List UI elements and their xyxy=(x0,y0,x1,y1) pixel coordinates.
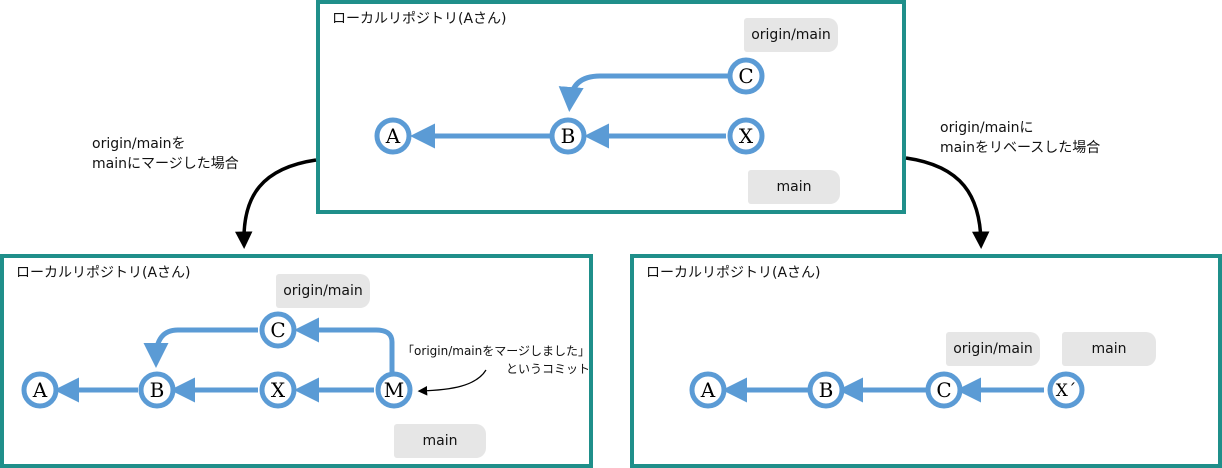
commit-label: B xyxy=(561,124,576,148)
merge-panel-title: ローカルリポジトリ(Aさん) xyxy=(16,265,191,281)
top-commit-c: C xyxy=(727,57,765,95)
top-edge-c-b xyxy=(558,73,728,112)
merge-edge-m-c xyxy=(294,317,395,372)
top-main-label: main xyxy=(748,170,840,204)
merge-commit-m: M xyxy=(375,371,413,409)
rebase-main-label: main xyxy=(1062,332,1156,366)
merge-main-label: main xyxy=(394,424,486,458)
top-panel-title: ローカルリポジトリ(Aさん) xyxy=(332,11,507,27)
rebase-caption-line1: origin/mainに xyxy=(940,120,1034,136)
top-commit-a: A xyxy=(374,117,412,155)
commit-label: X xyxy=(271,378,286,402)
merge-note-pointer xyxy=(417,369,487,396)
commit-label: C xyxy=(738,64,753,88)
rebase-commit-b: B xyxy=(807,371,845,409)
commit-label: X xyxy=(739,124,754,148)
rebase-commit-x-prime: X´ xyxy=(1047,371,1085,409)
commit-label: C xyxy=(936,378,951,402)
merge-caption-line2: mainにマージした場合 xyxy=(92,156,239,172)
merge-origin-main-label: origin/main xyxy=(276,274,370,308)
merge-commit-x: X xyxy=(259,371,297,409)
commit-label: A xyxy=(700,378,716,402)
rebase-panel-title: ローカルリポジトリ(Aさん) xyxy=(646,265,821,281)
commit-label: C xyxy=(270,318,285,342)
rebase-origin-main-label: origin/main xyxy=(946,332,1040,366)
merge-edge-c-b xyxy=(143,327,258,368)
top-origin-main-label: origin/main xyxy=(744,18,838,52)
rebase-commit-c: C xyxy=(925,371,963,409)
merge-commit-c: C xyxy=(259,311,297,349)
merge-commit-note-line2: というコミット xyxy=(505,362,590,376)
merge-commit-b: B xyxy=(138,371,176,409)
merge-commit-a: A xyxy=(21,371,59,409)
top-commit-b: B xyxy=(549,117,587,155)
commit-label: A xyxy=(385,124,401,148)
merge-commit-note: 「origin/mainをマージしました」 というコミット xyxy=(384,342,590,378)
top-commit-x: X xyxy=(727,117,765,155)
merge-caption-line1: origin/mainを xyxy=(92,136,186,152)
merge-caption: origin/mainを mainにマージした場合 xyxy=(92,134,239,174)
commit-label: B xyxy=(819,378,834,402)
rebase-commit-a: A xyxy=(689,371,727,409)
commit-label: B xyxy=(150,378,165,402)
rebase-caption: origin/mainに mainをリベースした場合 xyxy=(940,118,1100,158)
commit-label: M xyxy=(384,378,404,402)
rebase-caption-line2: mainをリベースした場合 xyxy=(940,140,1101,156)
merge-panel: ローカルリポジトリ(Aさん) xyxy=(0,254,593,468)
rebase-transition-arrow xyxy=(905,156,990,249)
commit-label: X´ xyxy=(1056,381,1077,401)
merge-transition-arrow xyxy=(235,158,317,249)
commit-label: A xyxy=(32,378,48,402)
merge-commit-note-line1: 「origin/mainをマージしました」 xyxy=(402,344,590,358)
